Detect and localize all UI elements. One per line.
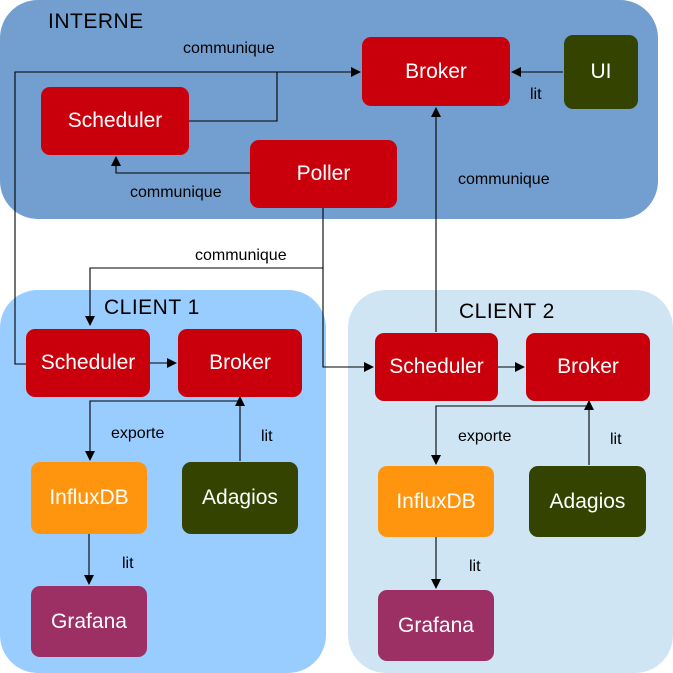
grafana-client1-node[interactable]: Grafana: [31, 586, 147, 657]
label-exporte-client1: exporte: [111, 425, 165, 442]
connector-poller-scheduler: [111, 156, 250, 174]
broker-client2-node[interactable]: Broker: [526, 333, 650, 401]
label-communique-top: communique: [183, 40, 275, 57]
label-lit-ui: lit: [530, 86, 542, 103]
label-communique-poller: communique: [130, 184, 222, 201]
influxdb-client1-node[interactable]: InfluxDB: [31, 462, 147, 534]
connector-scheduler-broker: [189, 67, 361, 122]
adagios-client2-node[interactable]: Adagios: [529, 466, 646, 537]
connector-poller-client1-scheduler: [85, 208, 324, 326]
label-communique-right: communique: [458, 171, 550, 188]
label-communique-mid: communique: [195, 247, 287, 264]
connector-client1-scheduler-broker: [14, 71, 277, 365]
label-lit-adagios-client2: lit: [610, 431, 622, 448]
broker-client1-node[interactable]: Broker: [178, 329, 302, 397]
scheduler-client1-node[interactable]: Scheduler: [26, 329, 150, 397]
ui-node[interactable]: UI: [564, 35, 638, 109]
label-lit-grafana-client2: lit: [469, 558, 481, 575]
connector-poller-client2-scheduler: [322, 268, 374, 372]
scheduler-interne-node[interactable]: Scheduler: [41, 87, 189, 155]
grafana-client2-node[interactable]: Grafana: [378, 590, 494, 661]
zone-client-2-title: CLIENT 2: [459, 300, 555, 323]
connector-c1-broker-influxdb: [85, 400, 240, 461]
influxdb-client2-node[interactable]: InfluxDB: [378, 466, 494, 537]
scheduler-client2-node[interactable]: Scheduler: [375, 333, 498, 401]
zone-interne-title: INTERNE: [48, 10, 144, 33]
label-lit-adagios-client1: lit: [261, 428, 273, 445]
zone-client-1-title: CLIENT 1: [104, 296, 200, 319]
label-lit-grafana-client1: lit: [122, 555, 134, 572]
poller-node[interactable]: Poller: [250, 140, 397, 208]
broker-interne-node[interactable]: Broker: [362, 37, 510, 106]
adagios-client1-node[interactable]: Adagios: [182, 462, 298, 534]
connector-c2-broker-influxdb: [431, 405, 589, 465]
label-exporte-client2: exporte: [458, 428, 512, 445]
